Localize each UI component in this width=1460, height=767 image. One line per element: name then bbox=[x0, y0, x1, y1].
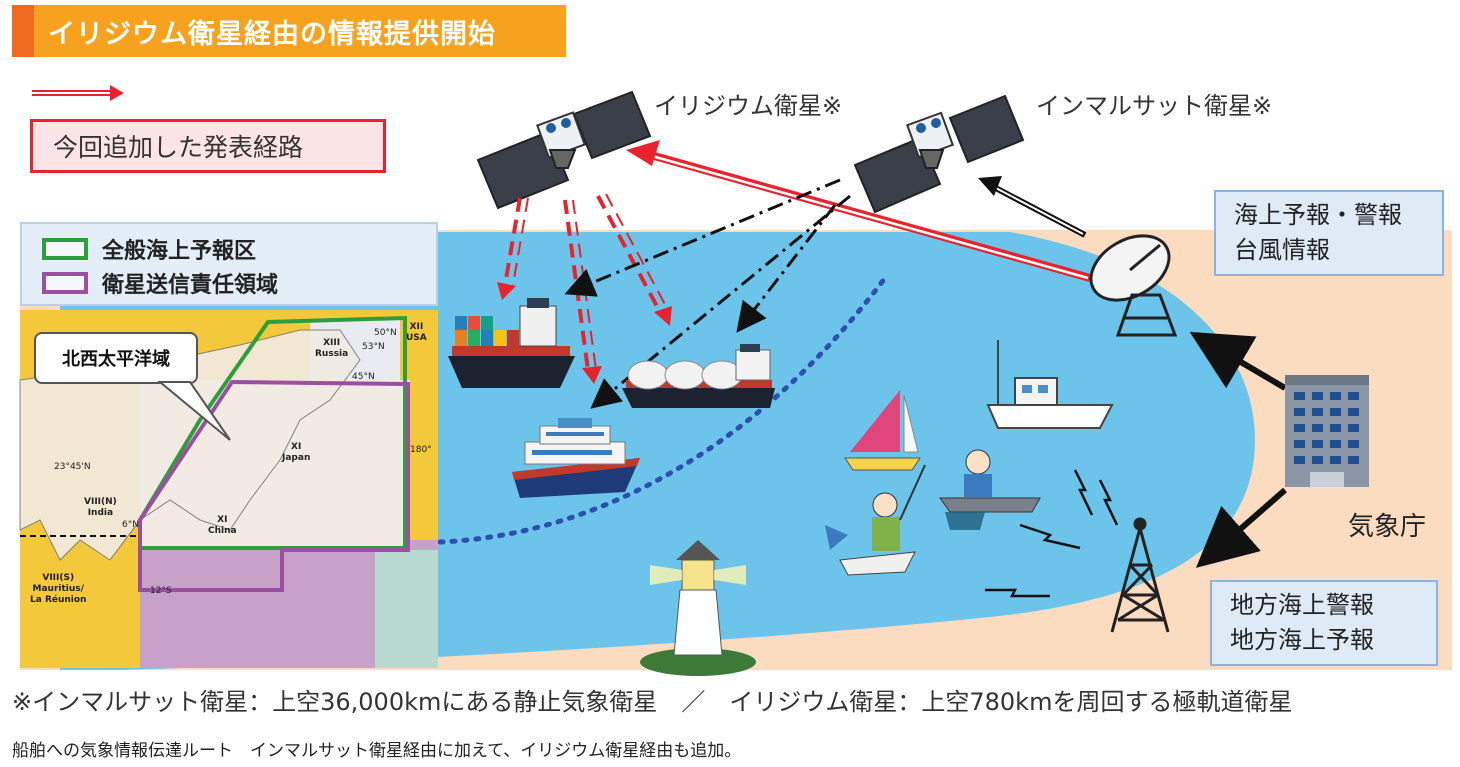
forecast-info-box: 海上予報・警報 台風情報 bbox=[1214, 190, 1444, 276]
angler-boat-icon bbox=[825, 464, 926, 576]
callout-pointer bbox=[157, 381, 231, 441]
title-accent bbox=[12, 5, 34, 57]
small-boat-fisherman-icon bbox=[939, 449, 1041, 530]
coord-label-23n: 23°45'N bbox=[54, 462, 91, 472]
parabolic-antenna-icon bbox=[1089, 234, 1178, 337]
inmarsat-uplink-arrow bbox=[978, 176, 1087, 238]
jma-to-antenna-arrow bbox=[1189, 331, 1287, 391]
container-ship-icon bbox=[448, 298, 575, 388]
new-route-uplink-arrow bbox=[626, 140, 1092, 282]
coord-label-50n: 50°N bbox=[374, 328, 397, 338]
satellite-area-purple-boundary bbox=[138, 379, 410, 592]
title-banner: イリジウム衛星経由の情報提供開始 bbox=[12, 5, 566, 57]
region-callout: 北西太平洋域 bbox=[34, 332, 198, 384]
coord-label-12s: 12°S bbox=[150, 586, 172, 596]
inmarsat-satellite-icon bbox=[853, 94, 1025, 214]
legend-navarea: 全般海上予報区 bbox=[42, 233, 256, 265]
coord-label-45n: 45°N bbox=[352, 372, 375, 382]
route-diagram bbox=[19, 85, 1452, 676]
jma-label: 気象庁 bbox=[1348, 512, 1427, 542]
page-title: イリジウム衛星経由の情報提供開始 bbox=[48, 18, 496, 50]
lighthouse-icon bbox=[640, 540, 756, 676]
area-label-india: VIII(N)India bbox=[84, 497, 117, 518]
purple-swatch bbox=[42, 272, 88, 294]
coord-label-6n: 6°N bbox=[122, 520, 139, 530]
area-label-mauritius: VIII(S)Mauritius/La Réunion bbox=[30, 573, 87, 605]
iridium-satellite-icon bbox=[476, 90, 652, 210]
coord-label-53n: 53°N bbox=[362, 342, 385, 352]
new-route-legend-label: 今回追加した発表経路 bbox=[53, 133, 304, 162]
iridium-downlink-arrows bbox=[497, 193, 672, 384]
caption: 船舶への気象情報伝達ルート インマルサット衛星経由に加えて、イリジウム衛星経由も… bbox=[12, 741, 742, 761]
radio-wave-lines bbox=[985, 469, 1119, 598]
new-route-legend: 今回追加した発表経路 bbox=[30, 119, 386, 173]
legend-satellite-area: 衛星送信責任領域 bbox=[42, 267, 278, 299]
cruise-ship-icon bbox=[512, 418, 640, 498]
jma-to-radio-tower-arrow bbox=[1195, 487, 1287, 568]
fishing-boat-icon bbox=[986, 340, 1114, 429]
footnote: ※インマルサット衛星：上空36,000kmにある静止気象衛星 ／ イリジウム衛星… bbox=[12, 688, 1293, 716]
jma-building-icon bbox=[1285, 375, 1369, 487]
iridium-satellite-label: イリジウム衛星※ bbox=[654, 92, 843, 120]
coord-label-180: 180° bbox=[410, 445, 432, 455]
map-legend: 全般海上予報区 衛星送信責任領域 bbox=[20, 222, 438, 306]
inmarsat-satellite-label: インマルサット衛星※ bbox=[1036, 92, 1273, 120]
green-swatch bbox=[42, 238, 88, 260]
sailboat-icon bbox=[844, 390, 921, 471]
inmarsat-downlink-arrows bbox=[564, 178, 851, 409]
radio-tower-icon bbox=[1110, 517, 1170, 633]
local-info-box: 地方海上警報 地方海上予報 bbox=[1210, 580, 1438, 666]
lng-tanker-icon bbox=[622, 344, 775, 408]
